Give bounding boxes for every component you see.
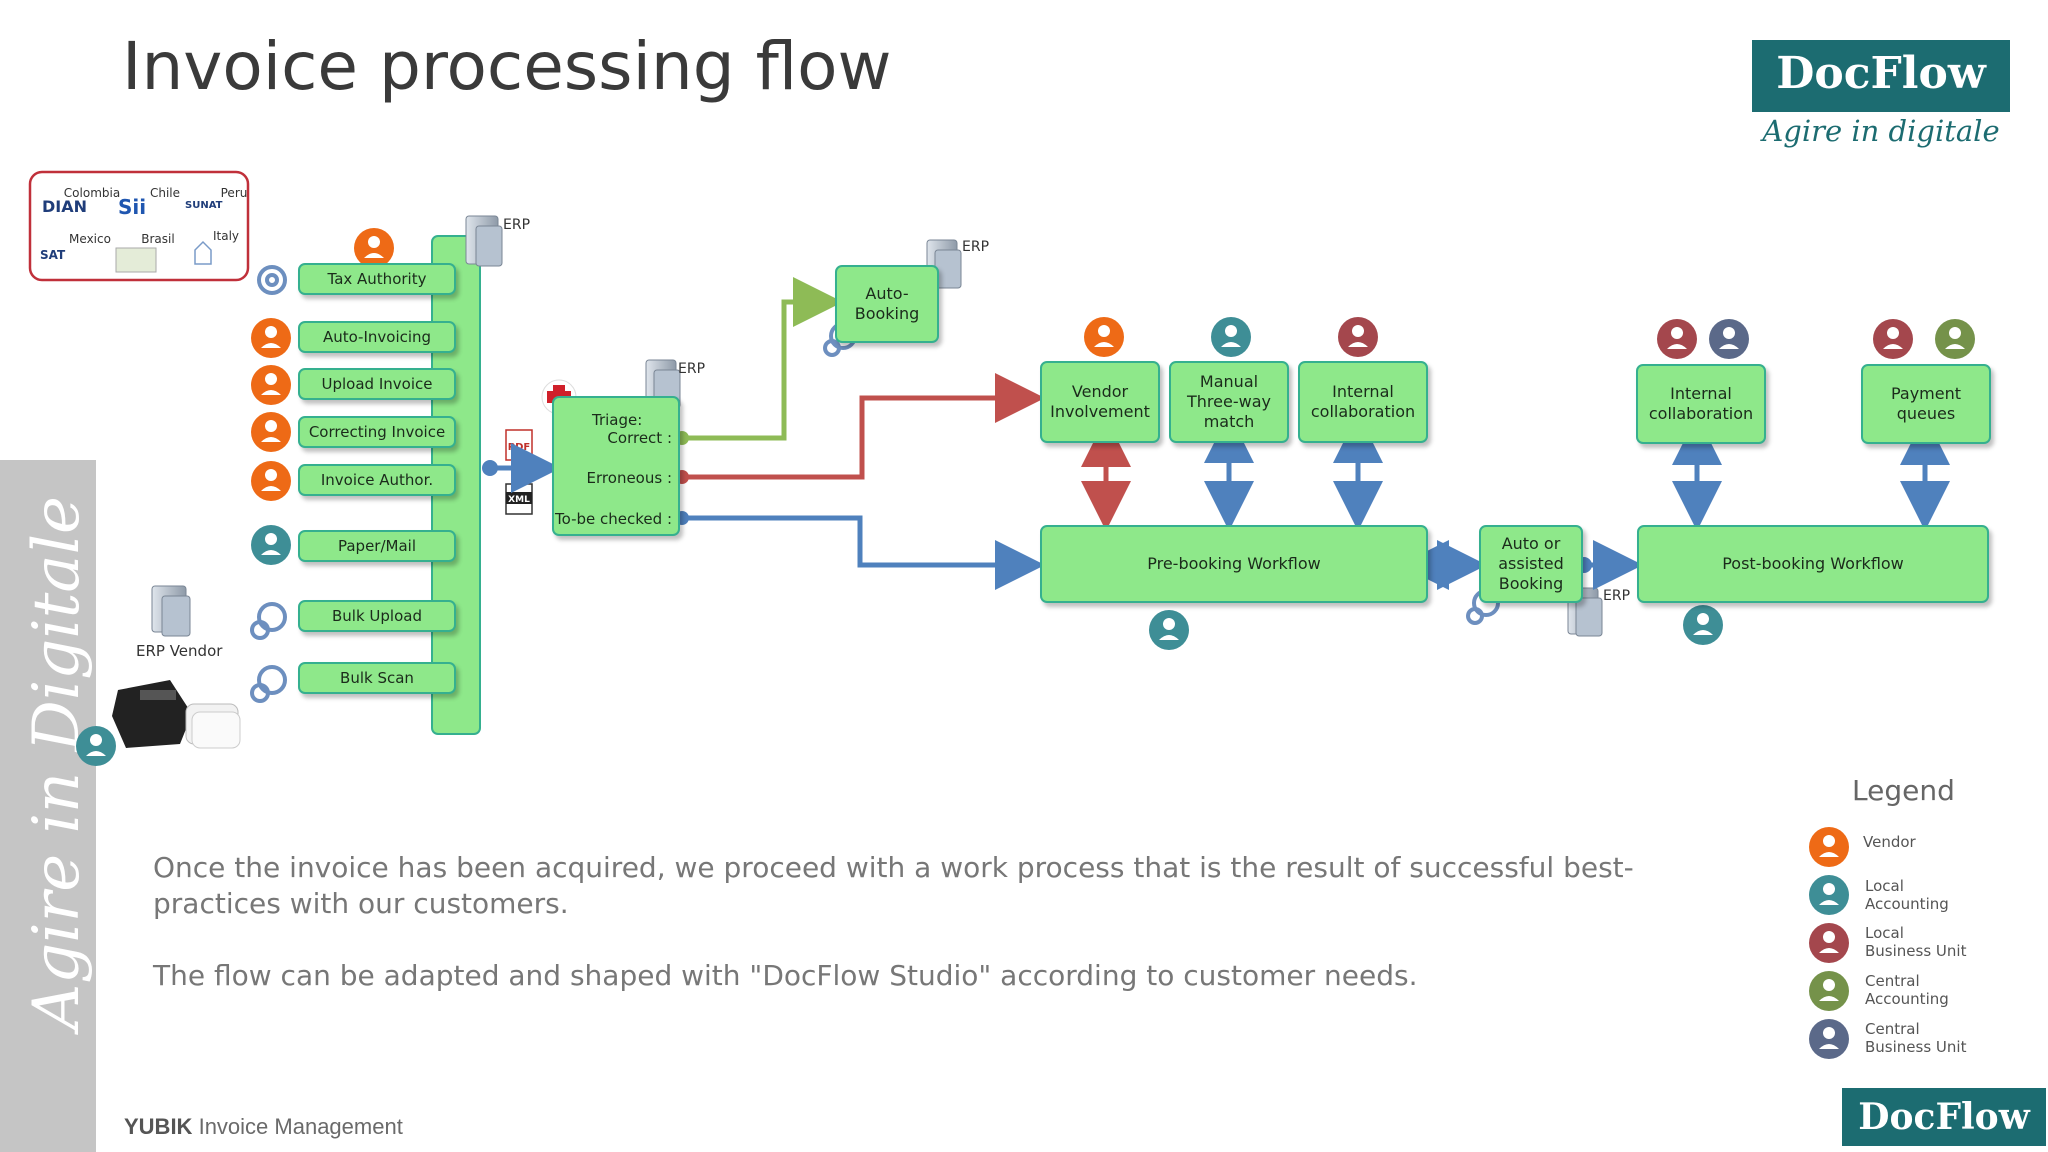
arrow-tocheck-to-prebooking xyxy=(682,515,1045,590)
arrow-erroneous-to-vendor xyxy=(682,373,1045,480)
person-icon-postbooking-local-accounting xyxy=(1683,605,1723,645)
country-chile: Chile xyxy=(150,186,180,200)
payment-queues-box: Payment queues xyxy=(1861,364,1991,444)
source-invoice-author: Invoice Author. xyxy=(298,464,456,496)
legend-icon-local-accounting xyxy=(1809,875,1849,915)
country-frame xyxy=(28,170,250,282)
legend-title: Legend xyxy=(1852,774,1955,807)
logo-sii: Sii xyxy=(118,195,146,219)
legend-icon-local-bu xyxy=(1809,923,1849,963)
description-paragraph-2: The flow can be adapted and shaped with … xyxy=(153,959,1418,992)
person-icon-post-local-bu xyxy=(1657,319,1697,359)
source-paper-mail: Paper/Mail xyxy=(298,530,456,562)
person-icon-collab-local-bu xyxy=(1338,317,1378,357)
arrow-correct-to-autobooking xyxy=(682,277,843,441)
person-icon-payment-local-bu xyxy=(1873,319,1913,359)
person-icon-autoinv-vendor xyxy=(251,318,291,358)
pdf-file-icon: PDF xyxy=(505,429,533,461)
country-brasil: Brasil xyxy=(141,232,174,246)
auto-booking-box: Auto- Booking xyxy=(835,265,939,343)
legend-label-central-accounting: Central Accounting xyxy=(1865,972,1949,1008)
printer-icon xyxy=(112,680,192,748)
triage-correct: Correct : xyxy=(607,429,672,447)
person-icon-post-central-bu xyxy=(1709,319,1749,359)
source-bulk-scan: Bulk Scan xyxy=(298,662,456,694)
brasil-emblem xyxy=(115,247,157,273)
erp-label-autobooking: ERP xyxy=(962,239,990,255)
svg-text:PDF: PDF xyxy=(508,442,530,453)
legend-icon-vendor xyxy=(1809,827,1849,867)
person-icon-author-vendor xyxy=(251,461,291,501)
description-paragraph-1: Once the invoice has been acquired, we p… xyxy=(153,851,1634,920)
person-icon-prebooking-local-accounting xyxy=(1149,610,1189,650)
internal-collaboration-box-1: Internal collaboration xyxy=(1298,361,1428,443)
docflow-logo-word: DocFlow xyxy=(1776,48,1986,99)
legend-label-central-bu: Central Business Unit xyxy=(1865,1020,1967,1056)
country-italy: Italy xyxy=(213,229,239,243)
triage-box: Triage: Correct : Erroneous : To-be chec… xyxy=(552,396,680,536)
pre-booking-workflow-box: Pre-booking Workflow xyxy=(1040,525,1428,603)
manual-match-box: Manual Three-way match xyxy=(1169,361,1289,443)
erp-label-collector: ERP xyxy=(503,217,531,233)
legend-label-local-bu: Local Business Unit xyxy=(1865,924,1967,960)
triage-to-check: To-be checked : xyxy=(555,510,672,528)
svg-text:XML: XML xyxy=(508,495,530,505)
country-peru: Peru xyxy=(221,186,248,200)
erp-label-triage: ERP xyxy=(678,361,706,377)
source-auto-invoicing: Auto-Invoicing xyxy=(298,321,456,353)
docflow-logo-footer: DocFlow xyxy=(1842,1088,2046,1146)
erp-vendor-icon xyxy=(151,585,191,637)
source-upload-invoice: Upload Invoice xyxy=(298,368,456,400)
legend-icon-central-accounting xyxy=(1809,971,1849,1011)
side-band xyxy=(0,460,96,1152)
footer-product: Invoice Management xyxy=(198,1114,403,1139)
vendor-involvement-box: Vendor Involvement xyxy=(1040,361,1160,443)
source-bulk-upload: Bulk Upload xyxy=(298,600,456,632)
logo-tagline: Agire in digitale xyxy=(1762,114,2000,148)
assisted-booking-box: Auto or assisted Booking xyxy=(1479,525,1583,603)
person-icon-correct-vendor xyxy=(251,412,291,452)
person-icon-printer-local-accounting xyxy=(76,726,116,766)
person-icon-paper-local-accounting xyxy=(251,525,291,565)
internal-collaboration-box-2: Internal collaboration xyxy=(1636,364,1766,444)
source-tax-authority: Tax Authority xyxy=(298,263,456,295)
paper-stack-icon xyxy=(185,703,241,749)
person-icon-payment-central-accounting xyxy=(1935,319,1975,359)
person-icon-vendor-involvement xyxy=(1084,317,1124,357)
connector-dot xyxy=(482,460,498,476)
post-booking-workflow-box: Post-booking Workflow xyxy=(1637,525,1989,603)
erp-icon-collector xyxy=(465,215,503,267)
country-mexico: Mexico xyxy=(69,232,111,246)
source-correcting-invoice: Correcting Invoice xyxy=(298,416,456,448)
xml-file-icon: XML xyxy=(505,483,533,515)
docflow-logo xyxy=(1752,40,2010,112)
gear-icon-bulk-upload xyxy=(250,602,287,640)
logo-sat: SAT xyxy=(40,248,66,262)
person-icon-match-local-accounting xyxy=(1211,317,1251,357)
erp-label-assisted: ERP xyxy=(1603,588,1631,604)
footer-company: YUBIK xyxy=(124,1114,193,1139)
legend-icon-central-bu xyxy=(1809,1019,1849,1059)
legend-label-local-accounting: Local Accounting xyxy=(1865,877,1949,913)
erp-vendor-label: ERP Vendor xyxy=(136,642,223,660)
triage-title: Triage: xyxy=(592,411,643,429)
logo-dian: DIAN xyxy=(42,197,87,216)
person-icon-tax-vendor xyxy=(354,228,394,268)
logo-sunat: SUNAT xyxy=(185,200,223,211)
italy-emblem xyxy=(194,240,212,265)
gear-icon-bulk-scan xyxy=(250,665,287,703)
person-icon-upload-vendor xyxy=(251,365,291,405)
country-colombia: Colombia xyxy=(64,186,120,200)
triage-erroneous: Erroneous : xyxy=(586,469,672,487)
footer-text: YUBIK Invoice Management xyxy=(124,1114,403,1140)
gear-icon-tax xyxy=(257,265,287,295)
page-title: Invoice processing flow xyxy=(122,28,892,105)
legend-label-vendor: Vendor xyxy=(1863,833,1916,851)
